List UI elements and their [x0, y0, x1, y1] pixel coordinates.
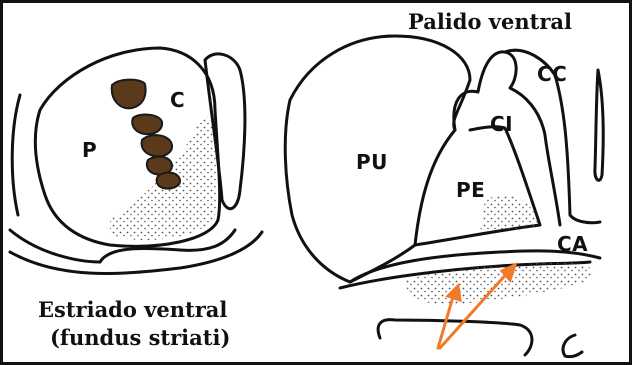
label-anterior-commissure: CA: [557, 232, 588, 256]
right-ventricle: [595, 70, 603, 180]
left-edge-curve: [12, 95, 20, 215]
label-external-pallidum: PE: [456, 178, 485, 202]
label-putamen-left: P: [82, 138, 97, 162]
caption-ventral-striatum-line2: (fundus striati): [50, 324, 230, 351]
label-caudate-body: CC: [537, 62, 567, 86]
bottom-loop: [378, 320, 532, 355]
caption-ventral-striatum-line1: Estriado ventral: [38, 296, 227, 323]
small-curl: [563, 335, 582, 357]
caption-ventral-pallidum: Palido ventral: [408, 8, 572, 35]
label-internal-capsule: CI: [490, 112, 513, 136]
label-putamen: PU: [356, 150, 388, 174]
label-caudate: C: [170, 88, 185, 112]
